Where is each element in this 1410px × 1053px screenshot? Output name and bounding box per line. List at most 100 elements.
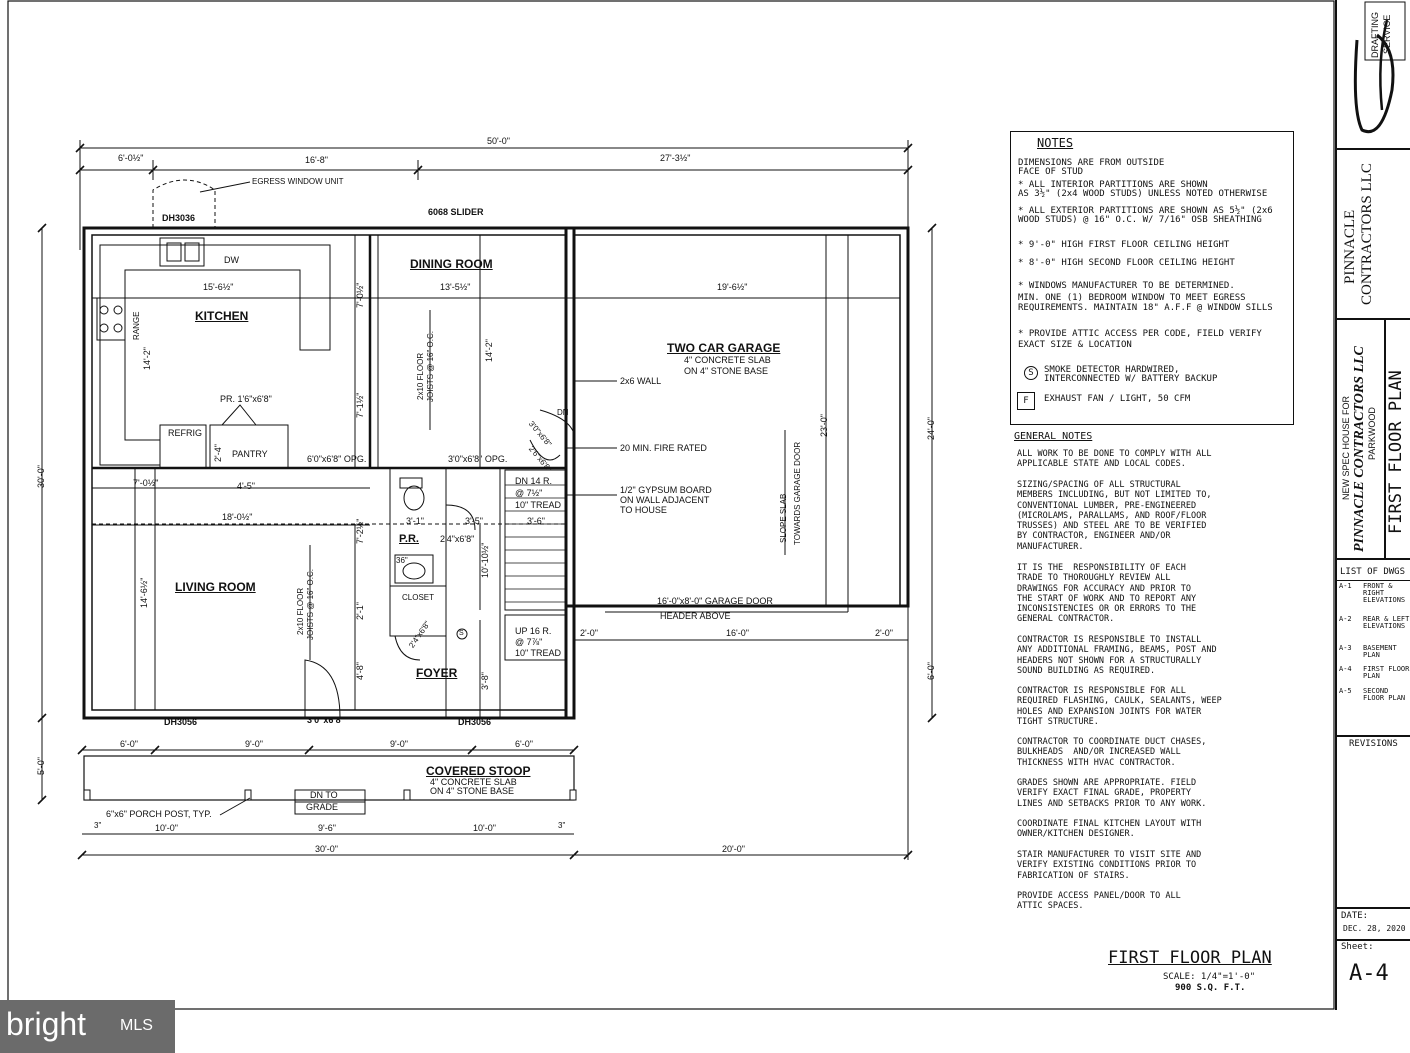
dining-joists-1: 2x10 FLOOR (416, 352, 425, 400)
dining-joists-2: JOISTS @ 16" O.C. (426, 331, 435, 402)
porch-post-label: 6"x6" PORCH POST, TYP. (106, 809, 212, 819)
note-line: * 8'-0" HIGH SECOND FLOOR CEILING HEIGHT (1018, 258, 1235, 268)
drawing-name: REAR & LEFT ELEVATIONS (1363, 615, 1410, 630)
date-cell: DATE: DEC. 28, 2020 (1337, 909, 1410, 941)
project-line-1: NEW SPEC HOUSE FOR (1341, 395, 1351, 500)
stairs-width-dim: 3'-6" (527, 516, 545, 526)
fan-symbol: F (1017, 392, 1035, 410)
pantry-door-label: PR. 1'6"x6'8" (220, 394, 272, 404)
note-line: * ALL EXTERIOR PARTITIONS ARE SHOWN AS 5… (1018, 206, 1273, 216)
pantry-depth-dim: 2'-4" (213, 444, 223, 462)
title-block: DRAFTING SERVICE PINNACLE CONTRACTORS LL… (1335, 0, 1410, 1010)
bottom-seg-5: 3" (558, 821, 566, 830)
wall-2x6-label: 2x6 WALL (620, 376, 662, 386)
garage-width-dim: 19'-6½" (717, 282, 748, 292)
general-note: CONTRACTOR IS RESPONSIBLE TO INSTALL ANY… (1017, 635, 1217, 676)
note-line: DIMENSIONS ARE FROM OUTSIDE (1018, 158, 1165, 168)
drawing-code: A-2 (1339, 615, 1352, 623)
revisions-cell: REVISIONS (1337, 737, 1410, 909)
slope-label-1: SLOPE SLAB (779, 493, 788, 543)
date-label: DATE: (1341, 911, 1369, 921)
note-line: * WINDOWS MANUFACTURER TO BE DETERMINED. (1018, 281, 1235, 291)
gypsum-label-2: ON WALL ADJACENT (620, 495, 710, 505)
bright-mls-logo: bright MLS (0, 1000, 175, 1053)
room-foyer: FOYER (416, 666, 458, 680)
sheet-number: A-4 (1349, 961, 1389, 986)
sheet-cell: Sheet: A-4 (1337, 941, 1410, 1010)
dim-7-0: 7'-0½" (355, 282, 365, 308)
slope-label-2: TOWARDS GARAGE DOOR (793, 441, 802, 545)
dj-logo-icon (1353, 1, 1406, 133)
drawing-list-cell: LIST OF DWGS A-1 FRONT & RIGHT ELEVATION… (1337, 560, 1410, 737)
gypsum-label-1: 1/2" GYPSUM BOARD (620, 485, 712, 495)
bottom-seg-2: 10'-0" (155, 823, 178, 833)
company-cell: PINNACLE CONTRACTORS LLC (1337, 150, 1410, 320)
general-note: SIZING/SPACING OF ALL STRUCTURAL MEMBERS… (1017, 480, 1212, 552)
project-line-2: PINNACLE CONTRACTORS LLC (1352, 346, 1367, 552)
front-seg-4: 6'-0" (515, 739, 533, 749)
notes-box (1010, 131, 1294, 425)
dining-depth-dim: 14'-2" (484, 339, 494, 362)
sheet-name: FIRST FLOOR PLAN (1386, 370, 1406, 534)
living-joists-1: 2x10 FLOOR (296, 587, 305, 635)
living-width-dim: 18'-0½" (222, 512, 253, 522)
dn-to-label: DN TO (310, 790, 338, 800)
dim-4-8: 4'-8" (355, 662, 365, 680)
drawing-code: A-4 (1339, 665, 1352, 673)
note-line: * ALL INTERIOR PARTITIONS ARE SHOWN (1018, 180, 1208, 190)
top-dim-3: 27'-3½" (660, 153, 691, 163)
stairs-dn-tread: 10" TREAD (515, 500, 562, 510)
note-line: EXACT SIZE & LOCATION (1018, 340, 1132, 350)
note-line: MIN. ONE (1) BEDROOM WINDOW TO MEET EGRE… (1018, 293, 1246, 303)
window-dh3056-left: DH3056 (164, 717, 198, 727)
living-joists-2: JOISTS @ 16" O.C. (306, 569, 315, 640)
stairs-up-risers: UP 16 R. (515, 626, 552, 636)
date-value: DEC. 28, 2020 (1343, 924, 1406, 933)
top-dim-1: 6'-0½" (118, 153, 144, 163)
refrig-label: REFRIG (168, 428, 203, 438)
drawing-code: A-3 (1339, 644, 1352, 652)
general-note: GRADES SHOWN ARE APPROPRIATE. FIELD VERI… (1017, 778, 1207, 809)
garage-slab-2: ON 4" STONE BASE (684, 366, 769, 376)
drafting-label: DRAFTING (1370, 12, 1380, 58)
bottom-seg-1: 3" (94, 821, 102, 830)
gypsum-label-3: TO HOUSE (620, 505, 667, 515)
drawing-code: A-5 (1339, 687, 1352, 695)
revisions-label: REVISIONS (1349, 739, 1398, 749)
project-line-3: PARKWOOD (1367, 407, 1377, 460)
grade-label: GRADE (306, 802, 339, 812)
logo-suffix: MLS (120, 1017, 153, 1034)
note-line: * PROVIDE ATTIC ACCESS PER CODE, FIELD V… (1018, 329, 1262, 339)
general-note: COORDINATE FINAL KITCHEN LAYOUT WITH OWN… (1017, 819, 1202, 840)
room-garage: TWO CAR GARAGE (667, 341, 781, 355)
general-note: PROVIDE ACCESS PANEL/DOOR TO ALL ATTIC S… (1017, 891, 1181, 912)
smoke-detector-symbol: S (459, 630, 464, 637)
porch-right-dim: 6'-0" (926, 662, 936, 680)
general-notes-title: GENERAL NOTES (1014, 431, 1093, 442)
bottom-seg-3: 9'-6" (318, 823, 336, 833)
general-note: CONTRACTOR TO COORDINATE DUCT CHASES, BU… (1017, 737, 1207, 768)
notes-title: NOTES (1037, 136, 1074, 150)
window-dh3036: DH3036 (162, 213, 196, 223)
note-line: WOOD STUDS) @ 16" O.C. W/ 7/16" OSB SHEA… (1018, 215, 1262, 225)
service-label: SERVICE (1382, 14, 1392, 54)
stairs-dn-rise: @ 7½" (515, 488, 543, 498)
opening-1: 6'0"x6'8" OPG. (307, 454, 367, 464)
opening-2: 3'0"x6'8" OPG. (448, 454, 508, 464)
drawing-name: SECOND FLOOR PLAN (1363, 687, 1406, 702)
closet-label: CLOSET (402, 593, 435, 602)
bottom-total-2: 20'-0" (722, 844, 745, 854)
drawing-code: A-1 (1339, 582, 1352, 590)
range-label: RANGE (132, 311, 141, 340)
left-seg-dim: 7'-0½" (133, 478, 159, 488)
garage-depth-dim: 23'-0" (819, 414, 829, 437)
dim-2-1: 2'-1" (355, 602, 365, 620)
sheet-label: Sheet: (1341, 942, 1374, 952)
front-seg-1: 6'-0" (120, 739, 138, 749)
overall-width-dim: 50'-0" (487, 136, 510, 146)
note-line: AS 3½" (2x4 WOOD STUDS) UNLESS NOTED OTH… (1018, 189, 1268, 199)
bottom-total-1: 30'-0" (315, 844, 338, 854)
drafting-logo: DRAFTING SERVICE (1337, 0, 1410, 150)
garage-seg-3: 2'-0" (875, 628, 893, 638)
stairs-up-rise: @ 7⅞" (515, 637, 543, 647)
